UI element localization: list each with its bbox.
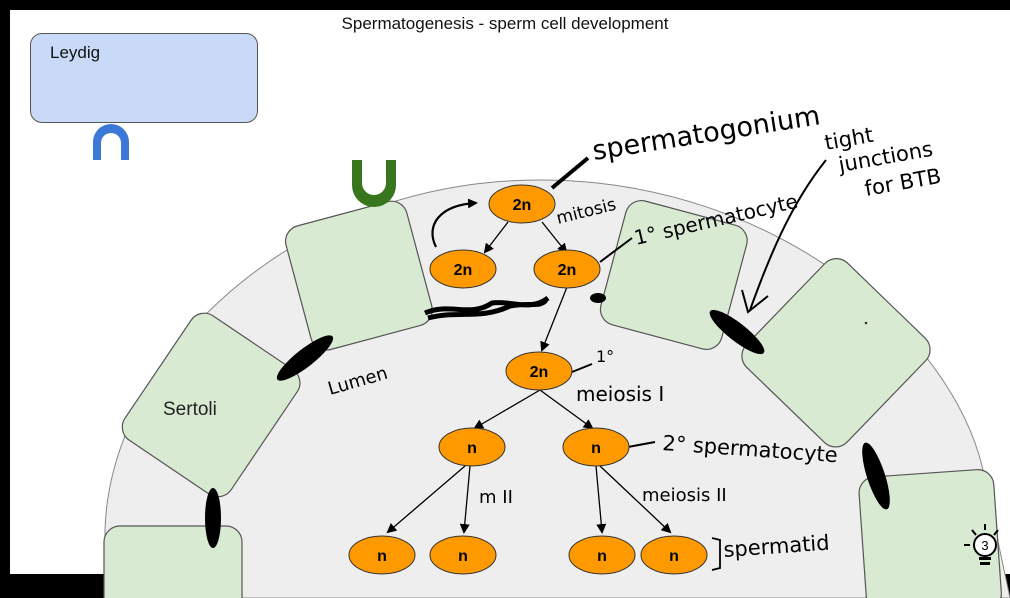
cell-right-secondary: n bbox=[562, 427, 630, 467]
hint-count: 3 bbox=[981, 538, 988, 553]
cell-top: 2n bbox=[488, 184, 556, 224]
arrow-self-renewal bbox=[431, 198, 478, 248]
green-receptor bbox=[352, 160, 396, 207]
cell-spermatid-3: n bbox=[568, 535, 636, 575]
cell-meiosis: 2n bbox=[505, 351, 573, 391]
page-title: Spermatogenesis - sperm cell development bbox=[341, 14, 669, 33]
cell-right-secondary-label: n bbox=[591, 440, 601, 457]
cell-meiosis-label: 2n bbox=[530, 364, 549, 381]
tight-junction-2 bbox=[205, 488, 221, 548]
cell-top-label: 2n bbox=[513, 197, 532, 214]
cell-spermatid-2: n bbox=[429, 535, 497, 575]
sertoli-cell-1 bbox=[284, 200, 433, 351]
leydig-label: Leydig bbox=[50, 43, 101, 62]
leader-secondary bbox=[627, 441, 656, 448]
sertoli-cell-2 bbox=[121, 312, 301, 498]
arrow-n2-right bbox=[599, 465, 672, 534]
arrow-to-meiosis-cell bbox=[540, 286, 568, 352]
cell-left-mitosis: 2n bbox=[429, 249, 497, 289]
tight-junction-1 bbox=[276, 335, 334, 381]
cell-spermatid-4: n bbox=[640, 535, 708, 575]
tight-junction-3 bbox=[709, 309, 765, 355]
blue-receptor bbox=[93, 124, 129, 160]
cell-left-secondary: n bbox=[438, 427, 506, 467]
lightbulb-hint-button[interactable]: 3 bbox=[962, 522, 1006, 572]
sertoli-cell-5 bbox=[741, 258, 931, 448]
cell-primary-spermatocyte: 2n bbox=[533, 249, 601, 289]
leader-primary-spermatocyte bbox=[599, 237, 633, 263]
cell-spermatid-1-label: n bbox=[377, 548, 387, 565]
annotation-primary: 1° bbox=[596, 347, 614, 366]
annotation-m2: m II bbox=[479, 487, 513, 508]
lightbulb-icon: 3 bbox=[964, 524, 999, 565]
cell-spermatid-1: n bbox=[348, 535, 416, 575]
leader-tight-junctions bbox=[749, 159, 827, 311]
scribble-junction bbox=[423, 295, 550, 321]
stray-dot bbox=[864, 321, 868, 325]
arrow-n2-left bbox=[595, 465, 607, 534]
arrow-meiosis-right bbox=[539, 389, 594, 430]
sertoli-cell-6 bbox=[858, 469, 1002, 598]
arrow-meiosis-left bbox=[473, 389, 541, 430]
arrow-top-right bbox=[541, 221, 568, 254]
cell-primary-spermatocyte-label: 2n bbox=[558, 262, 577, 279]
cell-spermatid-3-label: n bbox=[597, 548, 607, 565]
leader-primary bbox=[571, 363, 593, 373]
arrow-n1-left bbox=[386, 465, 466, 534]
sertoli-label: Sertoli bbox=[163, 399, 217, 420]
leader-spermatogonium bbox=[550, 156, 590, 190]
annotation-meiosis-1: meiosis I bbox=[576, 382, 664, 406]
cell-left-mitosis-label: 2n bbox=[454, 262, 473, 279]
small-junction bbox=[590, 293, 606, 303]
cell-spermatid-2-label: n bbox=[458, 548, 468, 565]
arrow-n1-right bbox=[459, 465, 471, 534]
cell-spermatid-4-label: n bbox=[669, 548, 679, 565]
arrow-top-left bbox=[483, 221, 509, 254]
leader-tight-junctions-head bbox=[741, 289, 769, 314]
bracket-spermatid bbox=[711, 537, 721, 571]
sertoli-cell-3 bbox=[103, 525, 243, 598]
tight-junction-4 bbox=[862, 442, 890, 510]
annotation-meiosis-2: meiosis II bbox=[642, 485, 727, 506]
leydig-cell: Leydig bbox=[30, 33, 258, 123]
cell-left-secondary-label: n bbox=[467, 440, 477, 457]
